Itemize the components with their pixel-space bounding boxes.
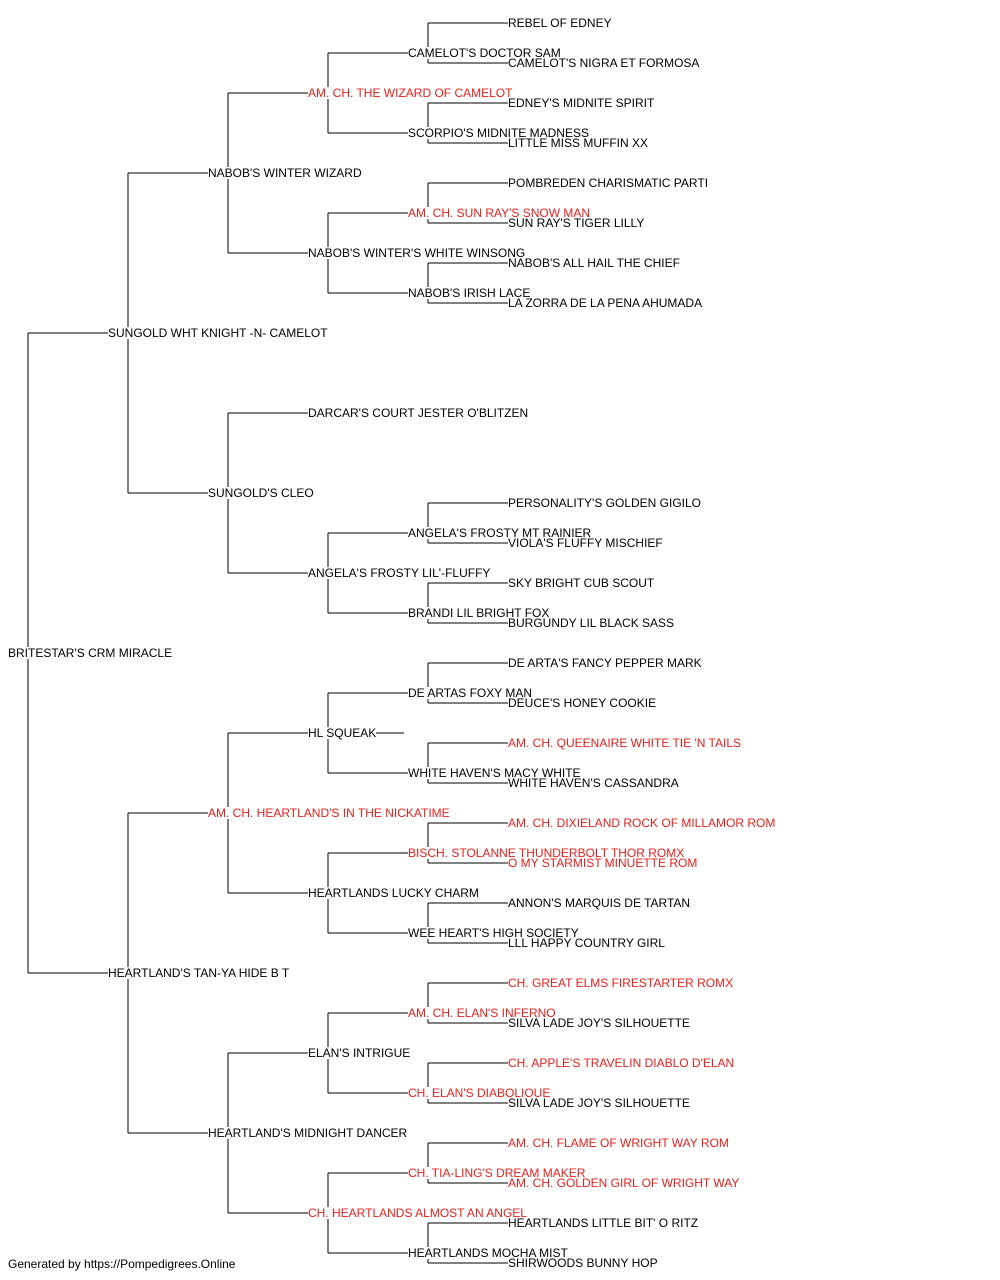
ancestor-name-gen5: CH. APPLE'S TRAVELIN DIABLO D'ELAN <box>508 1056 735 1070</box>
ancestor-name-gen5: CH. GREAT ELMS FIRESTARTER ROMX <box>508 976 734 990</box>
ancestor-name-gen4: HEARTLANDS MOCHA MIST <box>408 1246 568 1260</box>
ancestor-name-gen3: AM. CH. THE WIZARD OF CAMELOT <box>308 86 513 100</box>
ancestor-name-gen4: WEE HEART'S HIGH SOCIETY <box>408 926 579 940</box>
ancestor-name-gen3: CH. HEARTLANDS ALMOST AN ANGEL <box>308 1206 527 1220</box>
ancestor-name-gen5: LITTLE MISS MUFFIN XX <box>508 136 649 150</box>
ancestor-name-gen5: VIOLA'S FLUFFY MISCHIEF <box>508 536 663 550</box>
ancestor-name-gen5: SILVA LADE JOY'S SILHOUETTE <box>508 1016 690 1030</box>
ancestor-name-gen3: ANGELA'S FROSTY LIL'-FLUFFY <box>308 566 491 580</box>
ancestor-name-gen5: DEUCE'S HONEY COOKIE <box>508 696 657 710</box>
ancestor-name-gen2: HEARTLAND'S MIDNIGHT DANCER <box>208 1126 408 1140</box>
ancestor-name-gen4: NABOB'S IRISH LACE <box>408 286 531 300</box>
ancestor-name-gen4: SCORPIO'S MIDNITE MADNESS <box>408 126 589 140</box>
ancestor-name-gen5: AM. CH. QUEENAIRE WHITE TIE 'N TAILS <box>508 736 741 750</box>
ancestor-name-gen5: CAMELOT'S NIGRA ET FORMOSA <box>508 56 700 70</box>
ancestor-name-gen3: ELAN'S INTRIGUE <box>308 1046 411 1060</box>
ancestor-name-gen4: AM. CH. ELAN'S INFERNO <box>408 1006 556 1020</box>
ancestor-name-gen5: O MY STARMIST MINUETTE ROM <box>508 856 698 870</box>
ancestor-name-gen5: REBEL OF EDNEY <box>508 16 612 30</box>
ancestor-name-gen3: DARCAR'S COURT JESTER O'BLITZEN <box>308 406 529 420</box>
ancestor-name-gen5: LLL HAPPY COUNTRY GIRL <box>508 936 665 950</box>
generated-by-footer: Generated by https://Pompedigrees.Online <box>8 1257 236 1271</box>
ancestor-name-gen3: HEARTLANDS LUCKY CHARM <box>308 886 479 900</box>
ancestor-name-gen5: HEARTLANDS LITTLE BIT' O RITZ <box>508 1216 699 1230</box>
ancestor-name-gen5: POMBREDEN CHARISMATIC PARTI <box>508 176 709 190</box>
ancestor-name-gen2: AM. CH. HEARTLAND'S IN THE NICKATIME <box>208 806 450 820</box>
ancestor-name-gen5: SILVA LADE JOY'S SILHOUETTE <box>508 1096 690 1110</box>
ancestor-name-gen2: SUNGOLD'S CLEO <box>208 486 314 500</box>
ancestor-name-gen5: ANNON'S MARQUIS DE TARTAN <box>508 896 691 910</box>
ancestor-name-gen4: BISCH. STOLANNE THUNDERBOLT THOR ROMX <box>408 846 685 860</box>
ancestor-name-gen5: AM. CH. GOLDEN GIRL OF WRIGHT WAY <box>508 1176 740 1190</box>
ancestor-name-gen5: BURGUNDY LIL BLACK SASS <box>508 616 675 630</box>
ancestor-name-gen1: SUNGOLD WHT KNIGHT -N- CAMELOT <box>108 326 328 340</box>
ancestor-name-gen5: SKY BRIGHT CUB SCOUT <box>508 576 655 590</box>
ancestor-name-gen4: CH. ELAN'S DIABOLIQUE <box>408 1086 551 1100</box>
subject-name: BRITESTAR'S CRM MIRACLE <box>8 646 173 660</box>
ancestor-name-gen3: HL SQUEAK <box>308 726 377 740</box>
ancestor-name-gen5: LA ZORRA DE LA PENA AHUMADA <box>508 296 703 310</box>
ancestor-name-gen5: WHITE HAVEN'S CASSANDRA <box>508 776 679 790</box>
ancestor-name-gen5: AM. CH. DIXIELAND ROCK OF MILLAMOR ROM <box>508 816 776 830</box>
ancestor-name-gen5: EDNEY'S MIDNITE SPIRIT <box>508 96 655 110</box>
ancestor-name-gen5: SUN RAY'S TIGER LILLY <box>508 216 645 230</box>
ancestor-name-gen4: CH. TIA-LING'S DREAM MAKER <box>408 1166 586 1180</box>
ancestor-name-gen4: DE ARTAS FOXY MAN <box>408 686 533 700</box>
ancestor-name-gen4: WHITE HAVEN'S MACY WHITE <box>408 766 581 780</box>
ancestor-name-gen4: AM. CH. SUN RAY'S SNOW MAN <box>408 206 591 220</box>
ancestor-name-gen4: ANGELA'S FROSTY MT RAINIER <box>408 526 592 540</box>
ancestor-name-gen5: SHIRWOODS BUNNY HOP <box>508 1256 658 1270</box>
ancestor-name-gen2: NABOB'S WINTER WIZARD <box>208 166 362 180</box>
ancestor-name-gen1: HEARTLAND'S TAN-YA HIDE B T <box>108 966 290 980</box>
ancestor-name-gen5: NABOB'S ALL HAIL THE CHIEF <box>508 256 680 270</box>
ancestor-name-gen5: DE ARTA'S FANCY PEPPER MARK <box>508 656 702 670</box>
ancestor-name-gen4: CAMELOT'S DOCTOR SAM <box>408 46 561 60</box>
ancestor-name-gen5: AM. CH. FLAME OF WRIGHT WAY ROM <box>508 1136 729 1150</box>
ancestor-name-gen3: NABOB'S WINTER'S WHITE WINSONG <box>308 246 526 260</box>
ancestor-name-gen4: BRANDI LIL BRIGHT FOX <box>408 606 550 620</box>
ancestor-name-gen5: PERSONALITY'S GOLDEN GIGILO <box>508 496 702 510</box>
